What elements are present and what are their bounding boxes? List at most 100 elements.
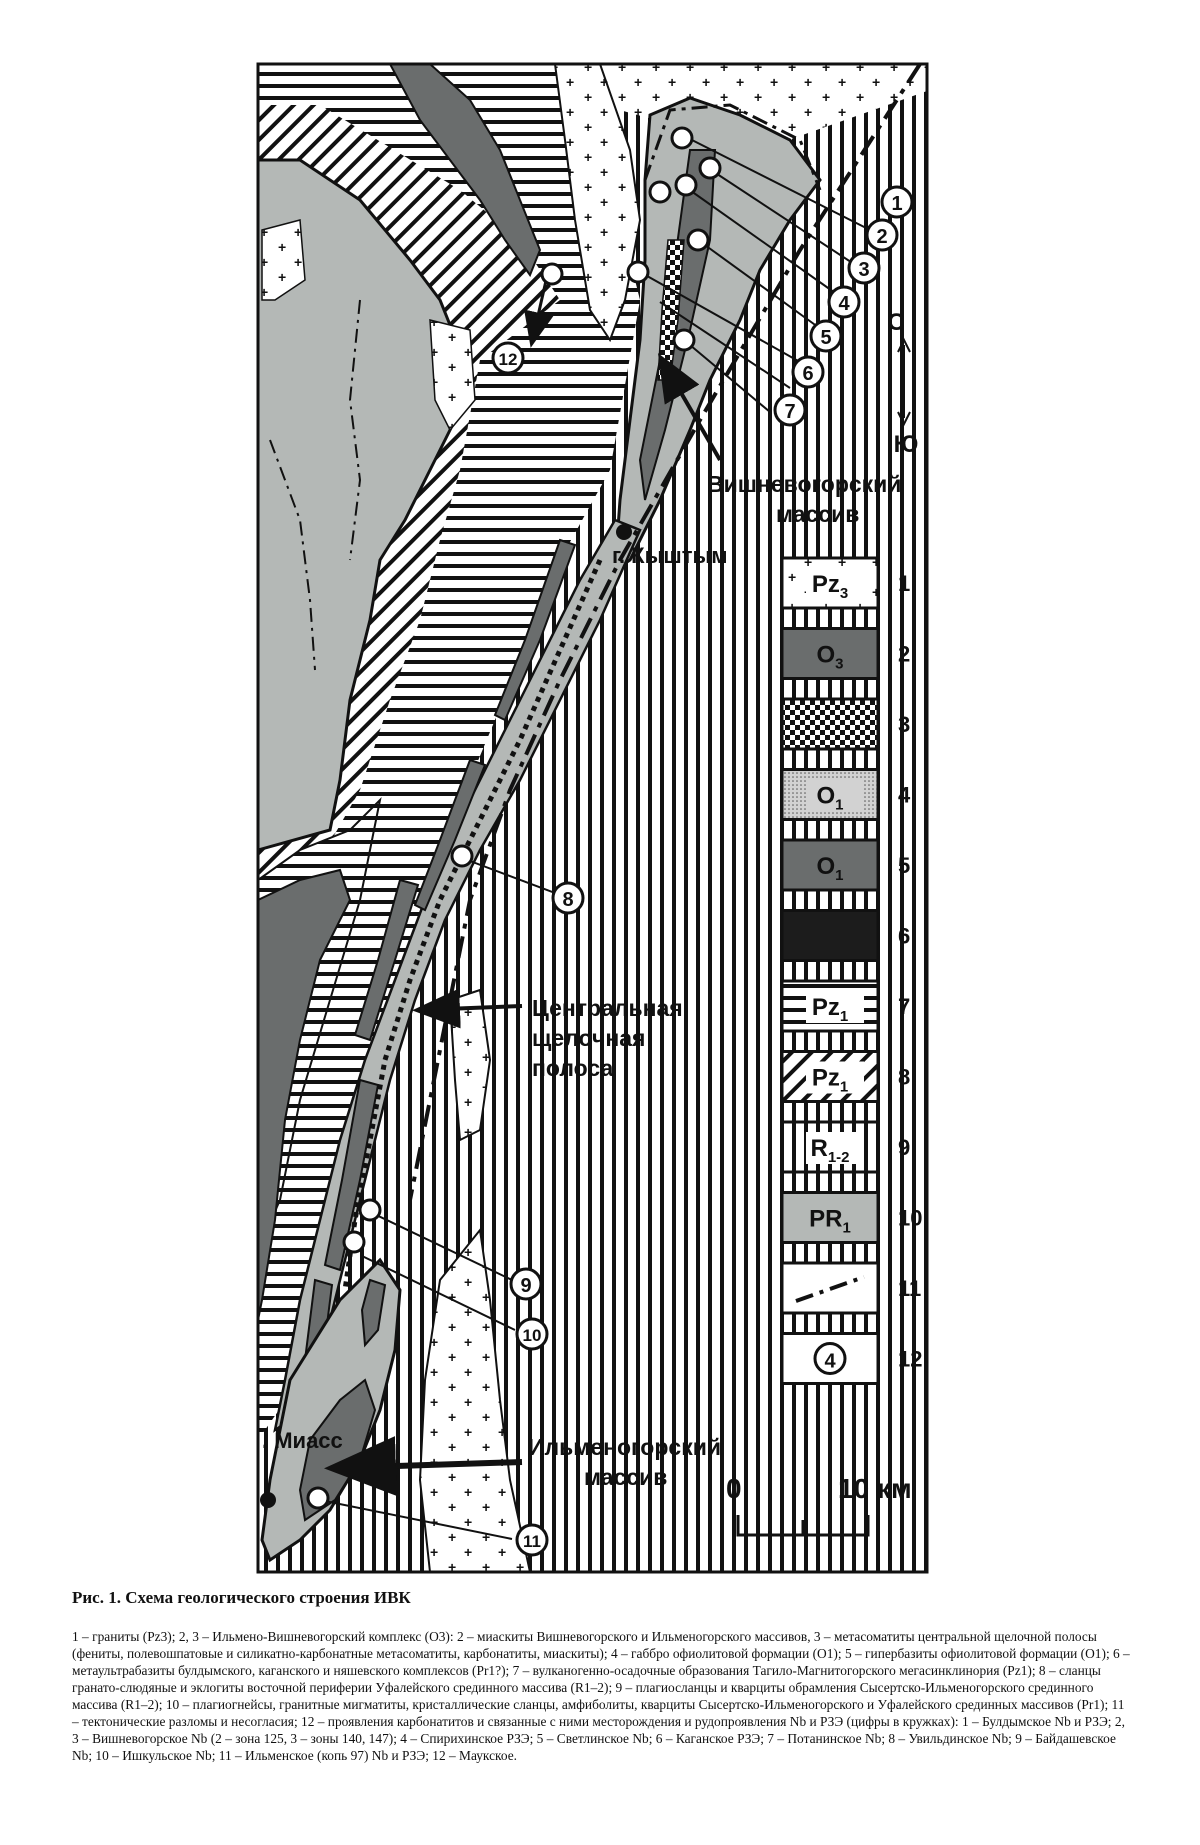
legend-symbol-background bbox=[806, 1061, 864, 1094]
svg-text:0: 0 bbox=[726, 1473, 742, 1504]
legend-item-12: 4 12 bbox=[780, 1332, 922, 1385]
legend-swatch bbox=[780, 838, 880, 892]
unit-5-top-body bbox=[388, 64, 542, 278]
north-arrow: С Ю bbox=[887, 309, 918, 458]
ilmenogorsky-label-1: Ильменогорский bbox=[528, 1434, 721, 1460]
svg-text:2: 2 bbox=[876, 226, 887, 248]
legend-symbol: O1 bbox=[816, 783, 843, 814]
site-label-8: 8 bbox=[551, 881, 585, 915]
svg-text:6: 6 bbox=[802, 363, 813, 385]
legend-item-6: 6 bbox=[780, 909, 910, 962]
svg-text:7: 7 bbox=[784, 401, 795, 423]
legend-symbol-background bbox=[806, 779, 864, 812]
legend-item-11: 11 bbox=[780, 1261, 921, 1315]
map-frame bbox=[256, 62, 929, 1574]
site-label-7: 7 bbox=[773, 393, 807, 427]
site-label-10: 10 bbox=[515, 1317, 549, 1351]
svg-text:Ю: Ю bbox=[894, 431, 919, 458]
svg-text:10: 10 bbox=[523, 1326, 542, 1345]
legend-number: 6 bbox=[898, 924, 910, 949]
svg-text:1: 1 bbox=[891, 193, 902, 215]
svg-text:С: С bbox=[887, 309, 904, 336]
map-area bbox=[258, 64, 927, 1572]
svg-text:9: 9 bbox=[520, 1275, 531, 1297]
svg-text:8: 8 bbox=[562, 889, 573, 911]
unit-1-central-strip bbox=[553, 64, 642, 343]
scale-bar: 0 10 км bbox=[726, 1473, 912, 1537]
vishnevogorsky-massif bbox=[613, 96, 822, 573]
unit-10-west bbox=[258, 158, 462, 852]
svg-text:12: 12 bbox=[499, 350, 518, 369]
fault-west bbox=[269, 439, 316, 671]
legend-number: 3 bbox=[898, 712, 910, 737]
legend-swatch bbox=[780, 1191, 880, 1244]
legend-number: 10 bbox=[898, 1206, 922, 1231]
figure-caption-text: 1 – граниты (Pz3); 2, 3 – Ильмено-Вишнев… bbox=[72, 1629, 1130, 1763]
site-label-12: 12 bbox=[491, 341, 525, 375]
legend-number: 5 bbox=[898, 853, 910, 878]
legend-number: 1 bbox=[898, 571, 910, 596]
figure-caption: Рис. 1. Схема геологического строения ИВ… bbox=[72, 1588, 1132, 1764]
miass-point bbox=[260, 1492, 276, 1508]
central-belt-label-3: полоса bbox=[532, 1055, 613, 1081]
fault-west-2 bbox=[348, 299, 362, 561]
legend-number: 9 bbox=[898, 1135, 910, 1160]
legend-swatch bbox=[780, 1332, 880, 1385]
vishnevogorsky-arrow bbox=[657, 353, 722, 462]
kyshtym-point bbox=[616, 524, 632, 540]
site-label-5: 5 bbox=[809, 319, 843, 353]
site-label-6: 6 bbox=[791, 355, 825, 389]
legend-symbol-background bbox=[806, 568, 864, 600]
legend-number: 4 bbox=[898, 783, 911, 808]
unit-5-belt-lens-2 bbox=[413, 758, 487, 912]
legend-swatch bbox=[780, 909, 880, 962]
site-markers bbox=[306, 126, 881, 1540]
legend-fault-line bbox=[795, 1275, 865, 1303]
site-label-2: 2 bbox=[865, 218, 899, 252]
figure-title: Рис. 1. Схема геологического строения ИВ… bbox=[72, 1588, 411, 1607]
kyshtym-label: г. Кыштым bbox=[612, 543, 728, 568]
site-label-4: 4 bbox=[827, 285, 861, 319]
vishnevogorsky-label-1: Вишневогорский bbox=[707, 471, 901, 497]
legend-number: 7 bbox=[898, 994, 910, 1019]
site-label-11: 11 bbox=[515, 1523, 549, 1557]
unit-5-belt-lens-1 bbox=[493, 538, 577, 722]
legend-symbol-background bbox=[806, 1132, 864, 1164]
central-belt-arrow bbox=[412, 988, 523, 1029]
svg-text:10 км: 10 км bbox=[838, 1473, 912, 1504]
legend-symbol-background bbox=[806, 991, 864, 1023]
svg-text:3: 3 bbox=[858, 259, 869, 281]
legend-swatch bbox=[780, 627, 880, 680]
unit-1-granite-west-patch-2 bbox=[429, 319, 476, 432]
legend-number: 8 bbox=[898, 1065, 910, 1090]
legend-item-3: 3 bbox=[780, 697, 910, 751]
legend-symbol: 4 bbox=[824, 1351, 836, 1373]
svg-text:4: 4 bbox=[838, 293, 850, 315]
svg-text:5: 5 bbox=[820, 327, 831, 349]
unit-5-belt-lens-3 bbox=[353, 878, 420, 1042]
site-label-1: 1 bbox=[880, 185, 914, 219]
site-label-3: 3 bbox=[847, 251, 881, 285]
unit-5-west-body bbox=[258, 868, 352, 1321]
unit-1-granite-southeast bbox=[418, 1227, 532, 1572]
central-belt-label-1: Центральная bbox=[532, 995, 683, 1021]
miass-label: . Миасс bbox=[262, 1428, 343, 1453]
legend-number: 12 bbox=[898, 1347, 922, 1372]
unit-5-ilmenogorsky-lens bbox=[360, 1278, 387, 1348]
vishnevogorsky-label-2: массив bbox=[776, 501, 859, 527]
unit-5-belt-lens-4 bbox=[323, 1078, 380, 1272]
svg-text:11: 11 bbox=[523, 1532, 541, 1551]
unit-1-granite-west-patch-1 bbox=[261, 219, 306, 301]
fault-vishnevogorsky-outline bbox=[643, 103, 822, 191]
ilmenogorsky-arrow bbox=[324, 1436, 523, 1497]
legend-number: 11 bbox=[898, 1276, 921, 1301]
legend-swatch bbox=[780, 1261, 880, 1315]
